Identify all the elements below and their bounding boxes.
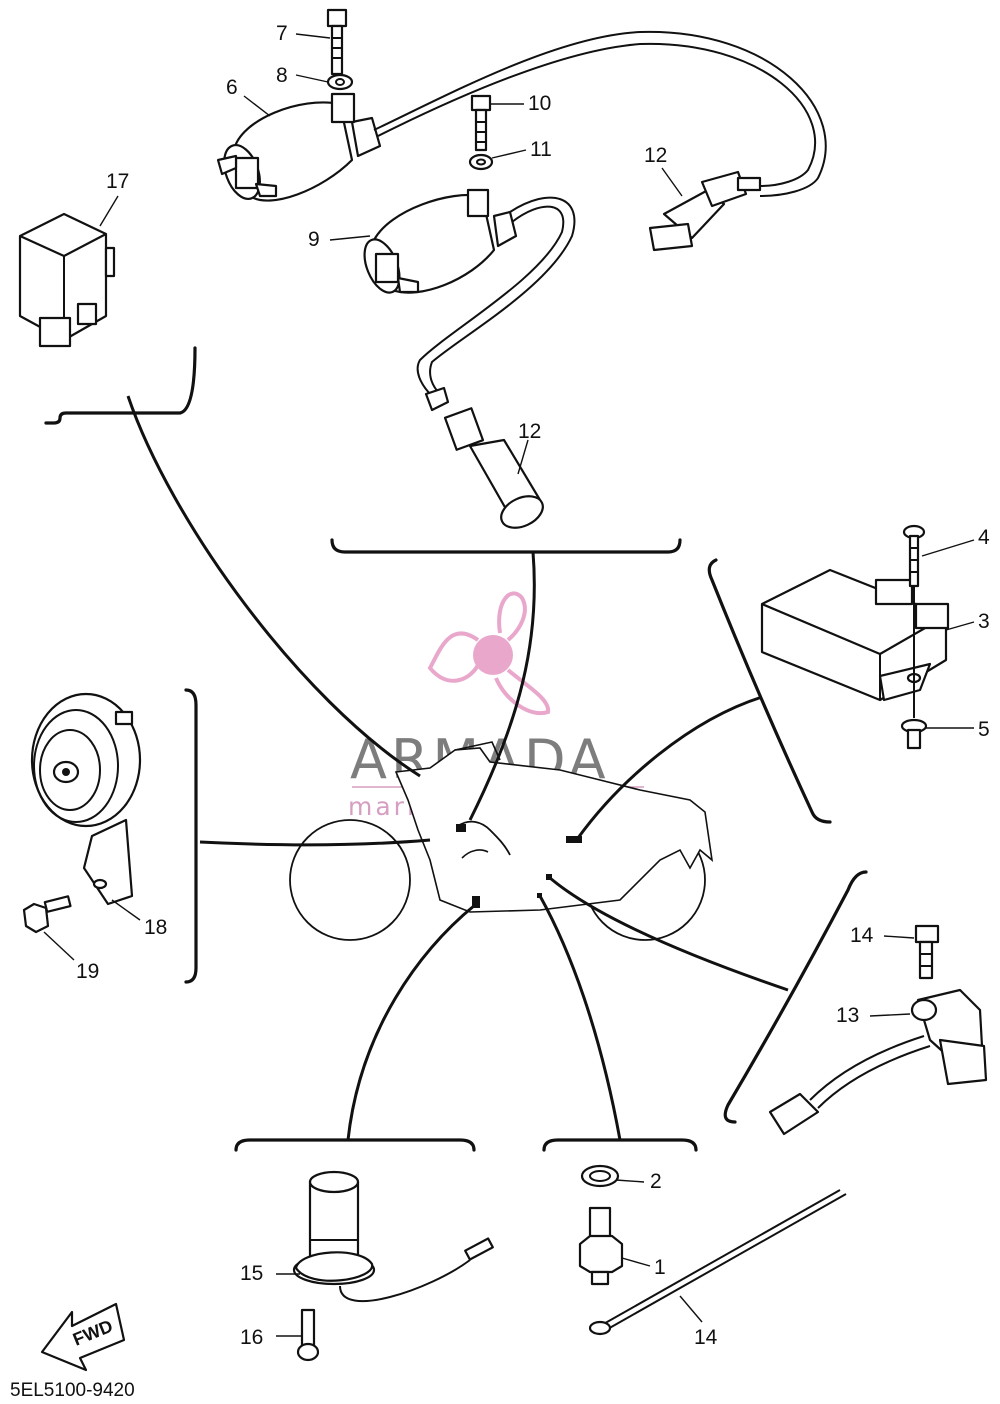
callout-lead-1: [621, 1257, 651, 1267]
switch-terminal: [464, 1237, 494, 1261]
neutral-switch: [292, 1170, 376, 1286]
callout-17: 16: [240, 1326, 263, 1349]
callout-8: 8: [276, 64, 288, 87]
ring-terminal: [588, 1320, 612, 1336]
callout-16: 15: [240, 1262, 263, 1285]
callout-lead-6: [243, 95, 271, 117]
sensor-lead: [809, 1035, 925, 1101]
callout-lead-12b: [517, 439, 529, 475]
wire-lead-15-outer: [605, 1193, 847, 1331]
callout-lead-4: [921, 539, 975, 557]
washer-11-hole: [476, 158, 486, 166]
spark-plug-cap-upper: [648, 170, 762, 252]
bracket-temp-sensor: [542, 1138, 698, 1152]
ignition-coil-lower: [363, 188, 518, 294]
callout-5: 5: [978, 718, 990, 741]
callout-18: 17: [106, 170, 129, 193]
ignition-coil-upper: [216, 92, 382, 202]
callout-lead-13: [869, 1013, 911, 1017]
callout-lead-12a: [661, 167, 683, 197]
leader-line-neutral-switch: [346, 903, 476, 1141]
bolt-20: [22, 895, 72, 934]
callout-lead-7: [295, 33, 331, 39]
bolt-14: [914, 924, 940, 980]
callout-lead-19: [111, 899, 141, 921]
callout-lead-14: [883, 935, 915, 939]
callout-lead-9: [329, 235, 371, 241]
drawing-code: 5EL5100-9420: [10, 1380, 135, 1401]
callout-lead-20: [43, 931, 75, 961]
leader-line-horn: [199, 838, 431, 847]
bracket-ecu: [707, 558, 832, 824]
gasket-2-hole: [589, 1170, 611, 1182]
lead-end: [424, 386, 450, 412]
callout-2: 2: [650, 1170, 662, 1193]
screw-17: [296, 1308, 320, 1362]
callout-6: 6: [226, 76, 238, 99]
leader-line-ecu: [576, 695, 763, 839]
callout-4: 4: [978, 526, 990, 549]
washer-11: [468, 153, 494, 171]
callout-lead-15: [679, 1295, 703, 1323]
bracket-speed-sensor: [723, 870, 868, 1124]
callout-1: 1: [654, 1256, 666, 1279]
gasket-2: [580, 1164, 620, 1188]
hv-lead-upper-outer: [373, 30, 827, 197]
thermo-switch-1: [578, 1206, 624, 1286]
cdi-unit: [760, 568, 950, 702]
bolt-10: [470, 94, 492, 152]
callout-11: 11: [530, 138, 552, 161]
callout-3: 3: [978, 610, 990, 633]
bracket-horn: [184, 688, 198, 984]
leader-line-speed-sensor: [549, 876, 789, 992]
washer-8-hole: [335, 78, 345, 86]
leader-line-temp-sensor: [538, 895, 622, 1141]
leader-line-ignition: [468, 551, 536, 821]
leader-line-cdi-relay: [126, 395, 421, 778]
hv-lead-lower-outer: [429, 196, 576, 395]
bolt-7: [326, 8, 348, 76]
motorcycle-outline: [289, 741, 714, 941]
washer-8: [326, 73, 354, 91]
callout-lead-11: [491, 149, 527, 159]
bracket-cdi: [44, 346, 197, 425]
hv-lead-lower: [416, 205, 565, 397]
sensor-connector: [768, 1092, 820, 1136]
horn: [30, 692, 142, 906]
callout-lead-3: [945, 621, 975, 631]
bracket-neutral-switch: [234, 1138, 476, 1152]
callout-12-upper: 12: [644, 144, 667, 167]
callout-9: 9: [308, 228, 320, 251]
speed-sensor: [910, 988, 988, 1086]
callout-19: 18: [144, 916, 167, 939]
callout-14: 14: [850, 924, 874, 947]
spark-plug-cap-lower: [443, 407, 544, 529]
bracket-ignition: [330, 538, 682, 554]
grommet-5: [900, 718, 928, 750]
callout-12-lower: 12: [518, 420, 541, 443]
screw-4: [902, 524, 926, 588]
hv-lead-upper: [377, 42, 816, 187]
callout-13: 13: [836, 1004, 859, 1027]
callout-lead-2: [615, 1179, 645, 1183]
sensor-lead-outer: [817, 1045, 931, 1109]
wire-lead-15: [599, 1189, 841, 1327]
callout-20: 19: [76, 960, 99, 983]
switch-lead: [339, 1259, 471, 1302]
armada-logo: [427, 591, 551, 716]
callout-15: 14: [694, 1326, 718, 1349]
relay-unit: [18, 212, 116, 348]
fwd-arrow-icon: FWD: [40, 1302, 126, 1372]
callout-lead-18: [99, 195, 119, 227]
callout-10: 10: [528, 92, 551, 115]
callout-lead-8: [295, 74, 329, 83]
callout-7: 7: [276, 22, 288, 45]
